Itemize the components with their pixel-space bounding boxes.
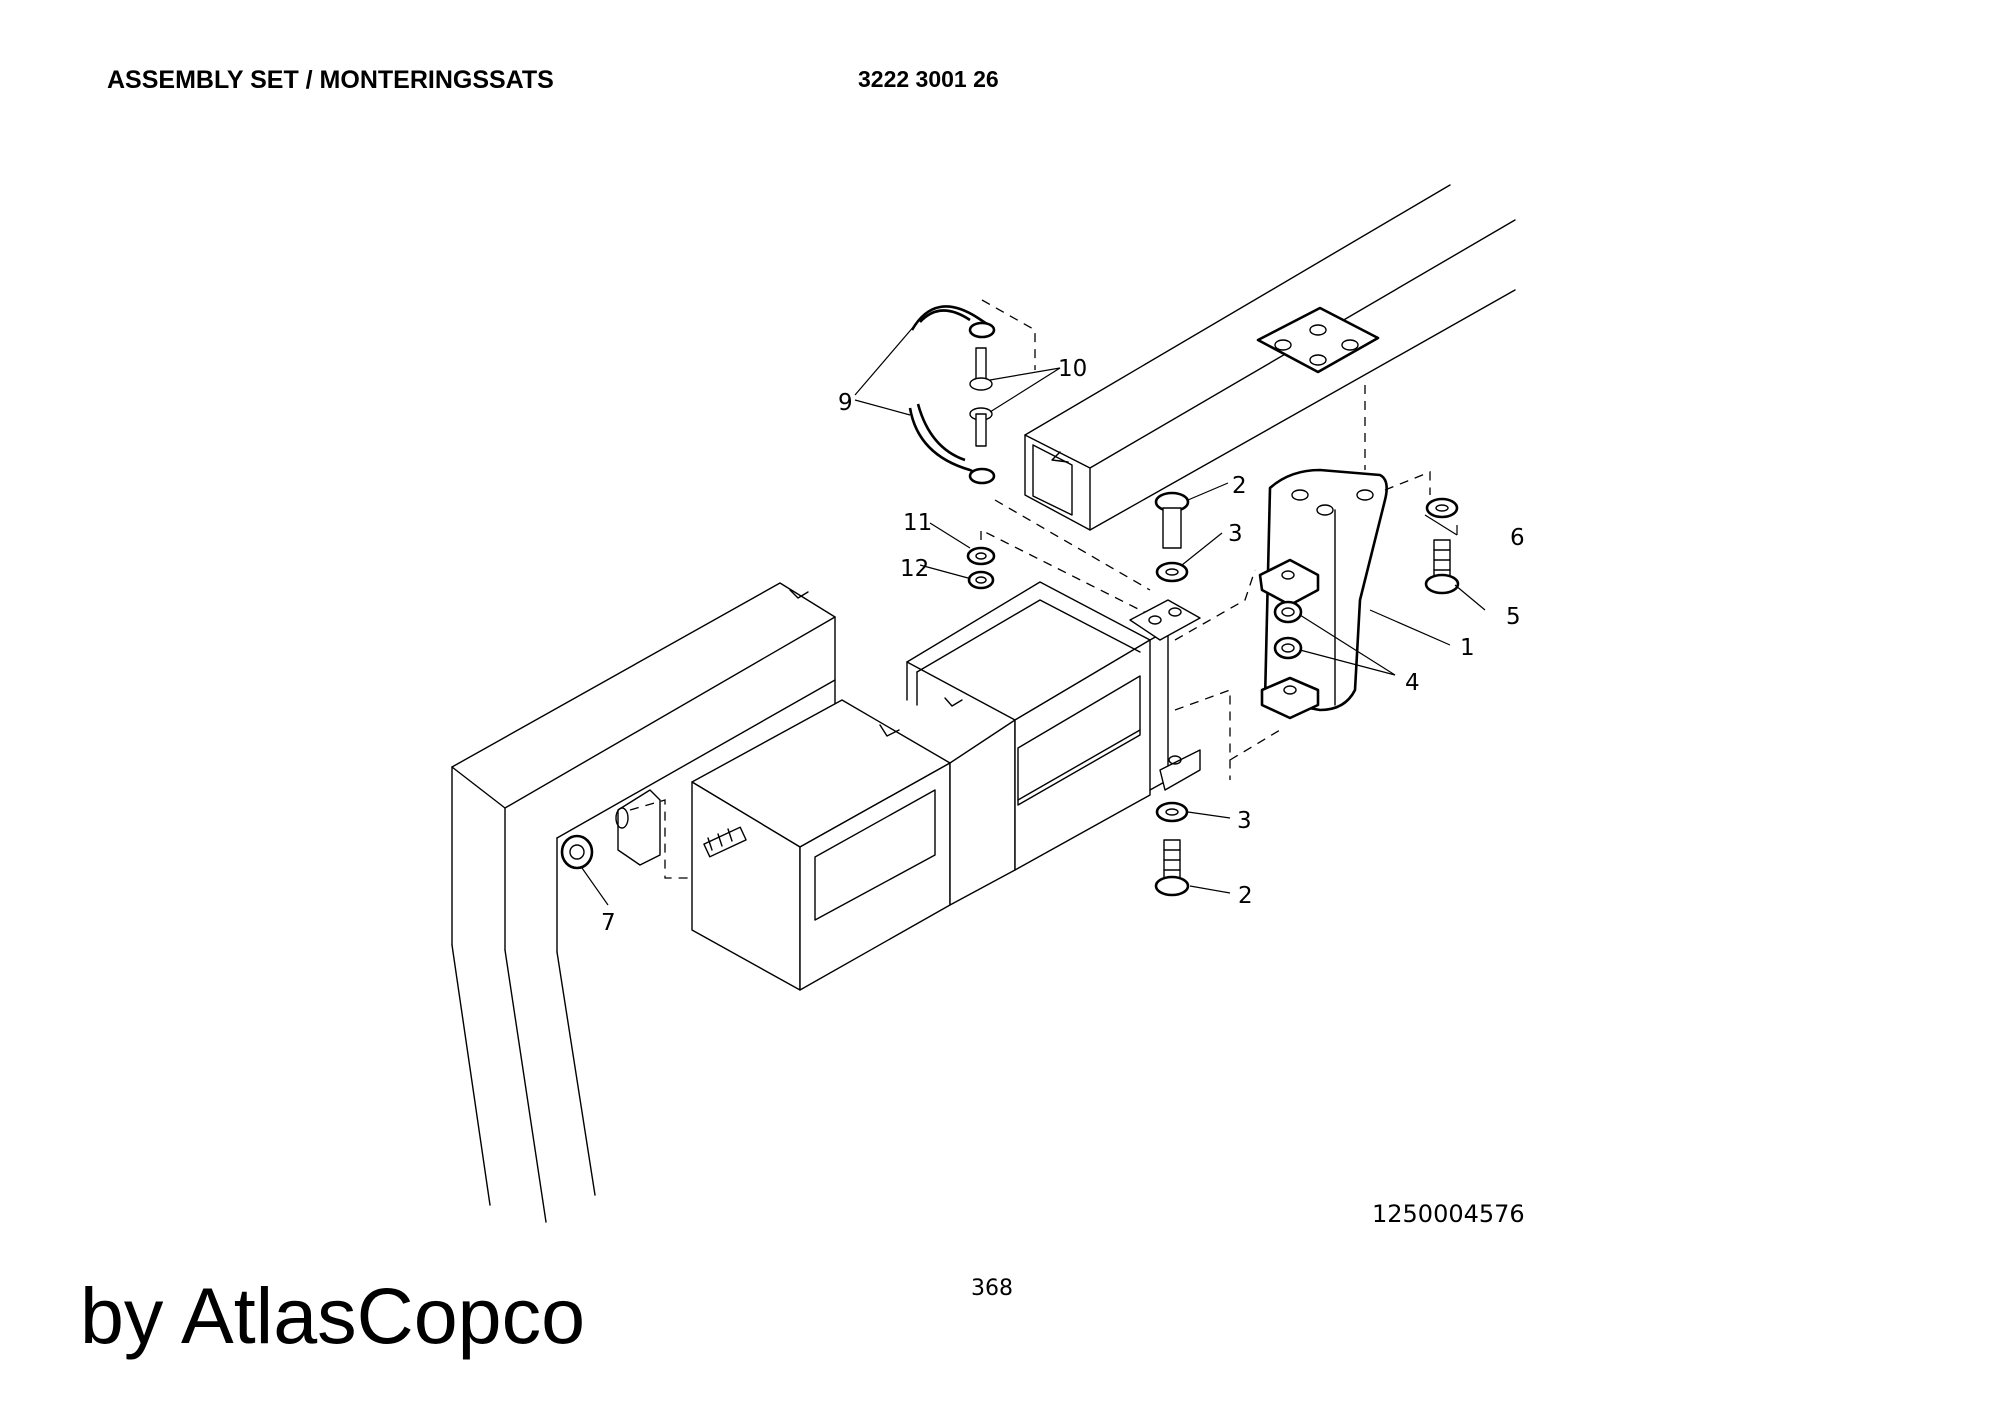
page-number: 368 (971, 1276, 1013, 1301)
nut-4-upper (1273, 600, 1303, 624)
callout-6: 6 (1510, 525, 1525, 551)
clamp-lower (908, 403, 996, 485)
watermark: by AtlasCopco (80, 1271, 586, 1360)
drawing-number: 1250004576 (1372, 1200, 1525, 1228)
screw-10-lower (969, 407, 993, 447)
column-bracket (615, 789, 661, 866)
leader-lines (581, 324, 1486, 906)
nut-12 (967, 570, 995, 590)
callout-2-lower: 2 (1238, 883, 1253, 909)
washer-3-lower (1155, 801, 1189, 823)
callout-3-upper: 3 (1228, 521, 1243, 547)
clamp-upper (910, 305, 996, 339)
nut-4-lower (1273, 636, 1303, 660)
callout-10: 10 (1058, 356, 1087, 382)
screw-2-lower (1154, 839, 1190, 897)
callout-7: 7 (601, 910, 616, 936)
nut-7 (560, 834, 594, 870)
bracket-1 (1258, 468, 1388, 720)
screw-10-upper (969, 347, 993, 391)
middle-box (906, 581, 1151, 906)
threaded-stud (703, 826, 747, 858)
washer-11 (966, 546, 996, 566)
callout-3-lower: 3 (1237, 808, 1252, 834)
boom-beam (1024, 184, 1516, 531)
callout-12: 12 (900, 556, 929, 582)
washer-3-upper (1155, 561, 1189, 583)
callout-5: 5 (1506, 604, 1521, 630)
screw-5 (1424, 539, 1460, 595)
callout-11: 11 (903, 510, 932, 536)
channel-bracket (1129, 599, 1201, 791)
screw-2-upper (1154, 491, 1190, 549)
washer-6 (1425, 497, 1459, 519)
callout-9: 9 (838, 390, 853, 416)
callout-1: 1 (1460, 635, 1475, 661)
callout-4: 4 (1405, 670, 1420, 696)
part-number: 3222 3001 26 (858, 66, 999, 92)
callout-2-upper: 2 (1232, 473, 1247, 499)
document-title: ASSEMBLY SET / MONTERINGSSATS (107, 66, 554, 94)
